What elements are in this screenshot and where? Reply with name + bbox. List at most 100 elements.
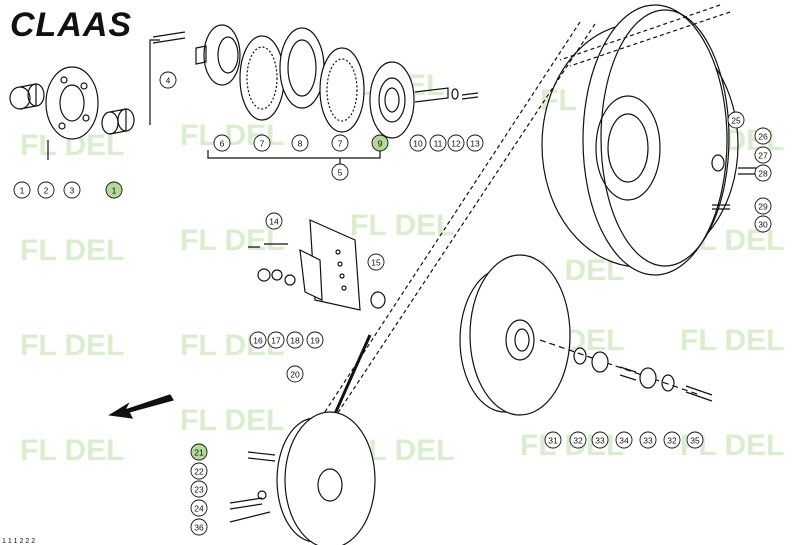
- watermark-text: FL DEL: [680, 324, 784, 357]
- callout-5: 5: [331, 163, 349, 181]
- callout-circle: [754, 164, 772, 182]
- callout-circle: [253, 134, 271, 152]
- callout-circle: [190, 443, 208, 461]
- callout-19: 19: [306, 331, 324, 349]
- watermark-text: FL DEL: [20, 434, 124, 467]
- callout-circle: [466, 134, 484, 152]
- callout-circle: [754, 146, 772, 164]
- callout-30: 30: [754, 215, 772, 233]
- callout-label: 36: [194, 523, 204, 533]
- callout-26: 26: [754, 127, 772, 145]
- callout-35: 35: [686, 431, 704, 449]
- callout-label: 29: [758, 202, 768, 212]
- callout-11: 11: [429, 134, 447, 152]
- leader-4: [149, 39, 160, 125]
- callout-label: 1: [112, 186, 117, 196]
- callout-label: 18: [290, 336, 300, 346]
- callout-31: 31: [544, 431, 562, 449]
- callout-6: 6: [213, 134, 231, 152]
- bearing-right: [101, 108, 135, 135]
- callout-circle: [639, 431, 657, 449]
- callout-28: 28: [754, 164, 772, 182]
- callout-circle: [727, 111, 745, 129]
- callout-label: 24: [194, 504, 204, 514]
- callout-label: 33: [643, 436, 653, 446]
- callout-label: 4: [166, 76, 171, 86]
- callout-32: 32: [663, 431, 681, 449]
- callout-label: 8: [298, 139, 303, 149]
- callout-circle: [63, 181, 81, 199]
- callout-circle: [105, 181, 123, 199]
- callout-4: 4: [159, 71, 177, 89]
- callout-circle: [267, 331, 285, 349]
- callout-circle: [754, 127, 772, 145]
- callout-circle: [429, 134, 447, 152]
- callout-label: 27: [758, 151, 768, 161]
- callout-circle: [286, 331, 304, 349]
- callout-1: 1: [105, 181, 123, 199]
- watermark-text: FL DEL: [180, 404, 284, 437]
- plate-disc: [279, 27, 325, 109]
- callout-14: 14: [265, 212, 283, 230]
- callout-circle: [291, 134, 309, 152]
- callout-label: 1: [20, 186, 25, 196]
- bottom-pulley: [276, 411, 376, 545]
- callout-36: 36: [190, 518, 208, 536]
- callout-circle: [367, 253, 385, 271]
- callout-circle: [591, 431, 609, 449]
- callout-2: 2: [37, 181, 55, 199]
- callout-label: 23: [194, 485, 204, 495]
- bolt-13: [461, 92, 479, 100]
- spring: [414, 87, 449, 103]
- callout-circle: [569, 431, 587, 449]
- callout-23: 23: [190, 480, 208, 498]
- group-bracket-5: [207, 150, 381, 165]
- callout-circle: [754, 197, 772, 215]
- friction-disc-a: [239, 35, 285, 121]
- callout-25: 25: [727, 111, 745, 129]
- direction-arrow: [108, 394, 174, 419]
- callout-label: 11: [434, 139, 443, 149]
- callout-circle: [265, 212, 283, 230]
- callout-label: 13: [470, 139, 480, 149]
- callout-label: 7: [260, 139, 265, 149]
- callout-circle: [190, 518, 208, 536]
- callout-circle: [331, 134, 349, 152]
- callout-3: 3: [63, 181, 81, 199]
- callout-15: 15: [367, 253, 385, 271]
- callout-32: 32: [569, 431, 587, 449]
- callout-34: 34: [615, 431, 633, 449]
- callout-circle: [37, 181, 55, 199]
- watermark-text: FL DEL: [350, 209, 454, 242]
- callout-21: 21: [190, 443, 208, 461]
- watermark-text: FL DEL: [180, 329, 284, 362]
- callout-circle: [306, 331, 324, 349]
- callout-label: 3: [70, 186, 75, 196]
- callout-33: 33: [591, 431, 609, 449]
- callout-7: 7: [331, 134, 349, 152]
- callout-33: 33: [639, 431, 657, 449]
- callout-label: 30: [758, 220, 768, 230]
- callout-label: 14: [269, 217, 279, 227]
- callout-circle: [13, 181, 31, 199]
- callout-circle: [754, 215, 772, 233]
- callout-1: 1: [13, 181, 31, 199]
- callout-27: 27: [754, 146, 772, 164]
- callout-label: 16: [253, 336, 263, 346]
- callout-label: 5: [338, 168, 343, 178]
- watermark-text: FL DEL: [20, 234, 124, 267]
- large-pulley: [541, 4, 739, 276]
- callout-circle: [213, 134, 231, 152]
- callout-10: 10: [409, 134, 427, 152]
- callout-label: 10: [413, 139, 423, 149]
- callout-label: 20: [290, 370, 300, 380]
- callout-7: 7: [253, 134, 271, 152]
- callout-label: 32: [667, 436, 677, 446]
- callout-circle: [190, 499, 208, 517]
- callout-20: 20: [286, 365, 304, 383]
- callout-label: 34: [619, 436, 629, 446]
- callout-24: 24: [190, 499, 208, 517]
- callout-circle: [686, 431, 704, 449]
- callout-circle: [190, 462, 208, 480]
